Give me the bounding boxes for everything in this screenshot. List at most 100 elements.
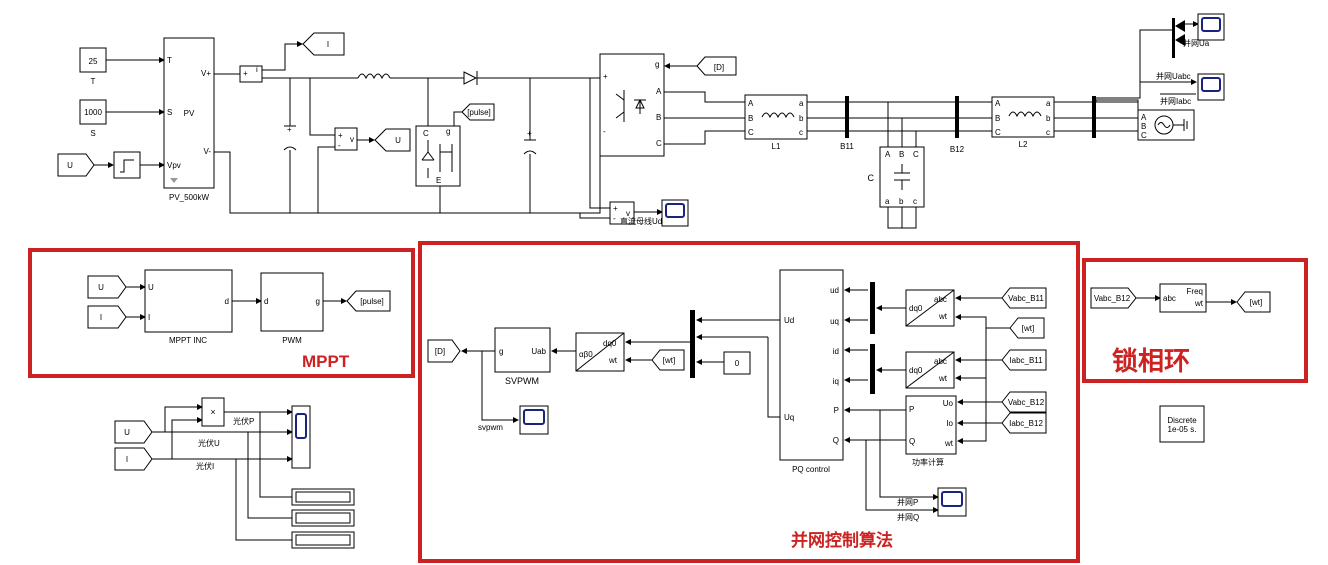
voltage-park-block[interactable]: abc dq0 wt xyxy=(905,289,955,327)
grid-ua-scope[interactable] xyxy=(1197,13,1225,41)
igbt-port-g: g xyxy=(446,127,450,136)
mppt-i-from[interactable]: I xyxy=(87,305,127,329)
mppt-inc-block[interactable]: U I d MPPT INC xyxy=(144,269,233,345)
l2-filter-block[interactable]: A B C a b c L2 xyxy=(991,96,1055,149)
dc-bus-voltage-measurement[interactable]: + - v xyxy=(609,201,635,225)
ipark-port-abc: abc xyxy=(934,357,947,366)
mux-block[interactable] xyxy=(690,310,695,378)
ipark-port-wt: wt xyxy=(608,356,618,365)
powergui-line1: Discrete xyxy=(1167,416,1197,425)
inverter-block[interactable]: g + - A B C xyxy=(599,53,665,157)
pv-power-display[interactable] xyxy=(291,488,355,506)
svg-text:v: v xyxy=(626,209,630,218)
vpark-port-abc: abc xyxy=(934,295,947,304)
svpwm-scope[interactable] xyxy=(519,405,549,435)
pv-arrow-icon xyxy=(170,178,178,183)
iabc-b11-from[interactable]: Iabc_B11 xyxy=(1001,349,1047,371)
pv-current-display[interactable] xyxy=(291,531,355,549)
pll-wt-goto-label: [wt] xyxy=(1250,298,1262,307)
pwm-port-g: g xyxy=(316,297,320,306)
ipark-port-wt2: wt xyxy=(938,374,948,383)
pv-array-block[interactable]: T S Vpv V+ V- PV PV_500kW xyxy=(163,37,215,202)
demux-voltage[interactable] xyxy=(870,282,875,334)
svpwm-port-uab: Uab xyxy=(531,347,546,356)
svpwm-block[interactable]: g Uab SVPWM xyxy=(494,327,551,386)
product-block[interactable]: × xyxy=(201,397,225,427)
meas-u-from[interactable]: U xyxy=(114,420,153,444)
pll-port-freq: Freq xyxy=(1187,287,1203,296)
igbt-port-c: C xyxy=(423,129,429,138)
irradiance-constant-block[interactable]: 1000 S xyxy=(79,99,107,138)
pv-scope[interactable] xyxy=(291,405,311,469)
b12-label: B12 xyxy=(950,145,965,154)
demux-current[interactable] xyxy=(870,344,875,394)
pll-wt-goto[interactable]: [wt] xyxy=(1236,291,1271,313)
temperature-constant-block[interactable]: 25 T xyxy=(79,47,107,86)
u-from-tag[interactable]: U xyxy=(57,153,95,177)
grid-measurement-block[interactable] xyxy=(1092,96,1096,138)
dc-bus-scope[interactable] xyxy=(661,199,689,227)
pwm-block[interactable]: d g PWM xyxy=(260,272,324,345)
power-calc-block[interactable]: P Q Uo Io wt 功率计算 xyxy=(905,395,957,467)
grid-uabc-scope[interactable] xyxy=(1197,73,1225,101)
shunt-capacitor-block[interactable]: A B C a b c xyxy=(879,146,925,208)
meas-i-label: I xyxy=(126,455,128,464)
ipark-port-dq0: dq0 xyxy=(603,339,617,348)
u-goto-label: U xyxy=(395,136,401,145)
pll-block[interactable]: abc Freq wt xyxy=(1159,283,1207,313)
cap-port-b-out: b xyxy=(899,197,904,206)
voltage-measurement-block[interactable]: + - v xyxy=(334,127,358,151)
svg-text:i: i xyxy=(256,65,258,74)
pulse-from-tag[interactable]: [pulse] xyxy=(461,103,495,121)
temperature-value: 25 xyxy=(89,57,98,66)
boost-igbt-block[interactable]: C g E xyxy=(415,125,461,187)
mppt-u-label: U xyxy=(98,283,104,292)
svg-text:+: + xyxy=(527,129,532,138)
vmeas-plus: + xyxy=(338,131,343,140)
wt-from-tag[interactable]: [wt] xyxy=(651,349,685,371)
iabc-b12-label: Iabc_B12 xyxy=(1009,419,1043,428)
svg-text:+: + xyxy=(613,204,618,213)
vabc-b11-from[interactable]: Vabc_B11 xyxy=(1001,287,1047,309)
d-from-label: [D] xyxy=(714,63,724,72)
d-from-tag[interactable]: [D] xyxy=(696,56,737,76)
current-measurement-block[interactable]: + i xyxy=(239,65,263,83)
power-stage: 25 T 1000 S U T S Vpv V+ V- xyxy=(57,13,1225,229)
pv-block-name: PV_500kW xyxy=(169,193,209,202)
grid-source-block[interactable]: A B C xyxy=(1137,109,1195,141)
zero-constant[interactable]: 0 xyxy=(723,351,751,375)
dc-bus-label: 直流母线Udc xyxy=(620,216,666,226)
mppt-i-label: I xyxy=(100,313,102,322)
bus-b11-block[interactable]: B11 xyxy=(840,96,854,151)
d-goto-tag[interactable]: [D] xyxy=(427,339,461,363)
l2-port-c: C xyxy=(995,128,1001,137)
pq-control-block[interactable]: Ud Uq ud uq id iq P Q PQ control xyxy=(779,269,844,474)
i-goto-tag[interactable]: I xyxy=(302,32,345,56)
grid-power-scope[interactable] xyxy=(937,487,967,517)
mppt-pulse-goto[interactable]: [pulse] xyxy=(346,290,391,312)
bus-b12-block[interactable]: B12 xyxy=(950,96,965,154)
powergui-block[interactable]: Discrete 1e-05 s. xyxy=(1159,405,1205,443)
pq-port-p: P xyxy=(834,406,839,415)
pll-vabc-from[interactable]: Vabc_B12 xyxy=(1090,287,1137,309)
l1-filter-block[interactable]: A B C a b c L1 xyxy=(744,94,808,151)
iabc-b12-from[interactable]: Iabc_B12 xyxy=(1001,412,1047,434)
vabc-b12-from[interactable]: Vabc_B12 xyxy=(1001,391,1047,413)
inv-port-c: C xyxy=(656,139,662,148)
wt-from-label: [wt] xyxy=(663,356,675,365)
grid-port-c: C xyxy=(1141,131,1147,140)
inv-port-a: A xyxy=(656,87,662,96)
meas-i-from[interactable]: I xyxy=(114,447,153,471)
pv-voltage-display[interactable] xyxy=(291,509,355,527)
vmeas-v: v xyxy=(350,135,354,144)
controlled-source-block[interactable] xyxy=(113,151,141,179)
wt-from-tag-2[interactable]: [wt] xyxy=(1009,317,1045,339)
inverse-park-block[interactable]: dq0 wt αβ0 xyxy=(575,332,625,372)
inv-port-plus: + xyxy=(603,72,608,81)
grid-selector-blocks[interactable] xyxy=(1172,18,1185,58)
current-park-block[interactable]: abc dq0 wt xyxy=(905,351,955,389)
l2-port-b: B xyxy=(995,114,1000,123)
mppt-u-from[interactable]: U xyxy=(87,275,127,299)
cap-port-c-out: c xyxy=(913,197,917,206)
u-goto-tag[interactable]: U xyxy=(374,128,411,152)
